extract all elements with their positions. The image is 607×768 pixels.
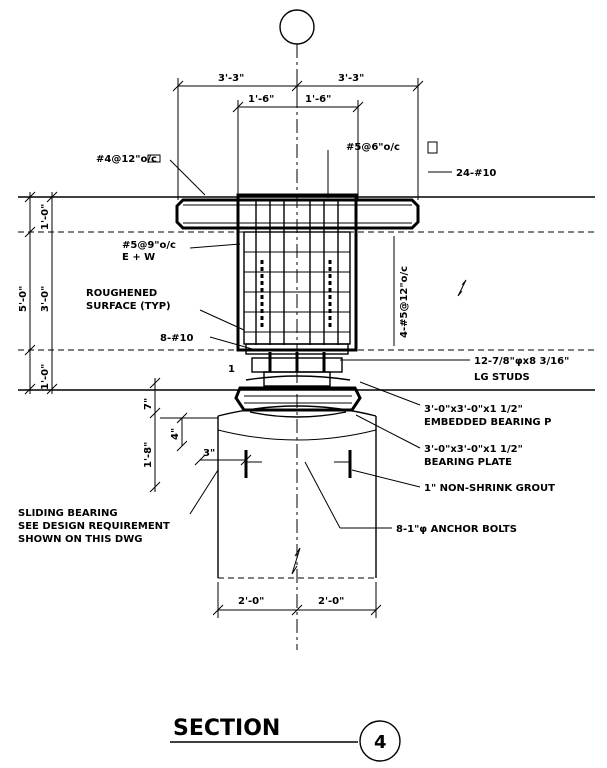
dim-pier-18: 1'-8" <box>143 442 154 468</box>
callout-right-top: 24-#10 <box>456 168 496 179</box>
bottom-slab <box>18 343 595 391</box>
dim-left-1: 1'-0" <box>40 204 51 230</box>
callout-bars-8: 8-#10 <box>160 333 193 344</box>
break-mark-right <box>457 279 467 297</box>
section-number: 4 <box>374 732 387 753</box>
cap-slab <box>18 196 595 233</box>
pier-dimension-lines <box>149 377 252 493</box>
callout-ties-2: E + W <box>122 252 155 263</box>
callout-leaders <box>147 141 470 529</box>
callout-embedded-1: 3'-0"x3'-0"x1 1/2" <box>424 404 523 415</box>
dim-top-left: 3'-3" <box>218 73 244 84</box>
dim-inner-left: 1'-6" <box>248 94 274 105</box>
callout-stirrup: #5@6"o/c <box>346 142 400 153</box>
dim-left-2: 3'-0" <box>40 286 51 312</box>
dim-top-right: 3'-3" <box>338 73 364 84</box>
callout-sliding-3: SHOWN ON THIS DWG <box>18 534 142 545</box>
callout-grout: 1" NON-SHRINK GROUT <box>424 483 555 494</box>
pier <box>217 405 377 579</box>
dim-inner-right: 1'-6" <box>305 94 331 105</box>
callout-studs-1: 12-7/8"φx8 3/16" <box>474 356 569 367</box>
dim-pier-3: 3" <box>203 448 215 459</box>
dim-pier-4: 4" <box>170 428 181 440</box>
dim-left-total: 5'-0" <box>18 286 29 312</box>
callout-anchor: 8-1"φ ANCHOR BOLTS <box>396 524 517 535</box>
dim-pier-7: 7" <box>143 398 154 410</box>
dim-left-3: 1'-0" <box>40 364 51 390</box>
break-mark-column <box>291 547 301 575</box>
dim-bottom-right: 2'-0" <box>318 596 344 607</box>
top-dimension-lines <box>172 78 424 200</box>
callout-roughened-2: SURFACE (TYP) <box>86 301 171 312</box>
callout-embedded-2: EMBEDDED BEARING P <box>424 417 551 428</box>
bearing-assembly <box>234 371 362 418</box>
section-number-circle <box>359 720 401 762</box>
callout-plate-2: BEARING PLATE <box>424 457 512 468</box>
bottom-dimension-lines <box>212 582 382 618</box>
dim-bottom-left: 2'-0" <box>238 596 264 607</box>
section-title: SECTION <box>173 716 280 741</box>
column-body <box>236 193 358 352</box>
dim-vertical-bars: 4-#5@12"o/c <box>399 266 410 338</box>
callout-top-bar: #4@12"o/c <box>96 154 157 165</box>
callout-studs-2: LG STUDS <box>474 372 530 383</box>
callout-roughened-1: ROUGHENED <box>86 288 157 299</box>
callout-ties-1: #5@9"o/c <box>122 240 176 251</box>
grid-bubble <box>279 9 315 45</box>
callout-plate-1: 3'-0"x3'-0"x1 1/2" <box>424 444 523 455</box>
callout-sliding-1: SLIDING BEARING <box>18 508 118 519</box>
callout-mark-1: 1 <box>228 364 235 375</box>
callout-sliding-2: SEE DESIGN REQUIREMENT <box>18 521 170 532</box>
left-dimension-lines <box>24 191 58 395</box>
